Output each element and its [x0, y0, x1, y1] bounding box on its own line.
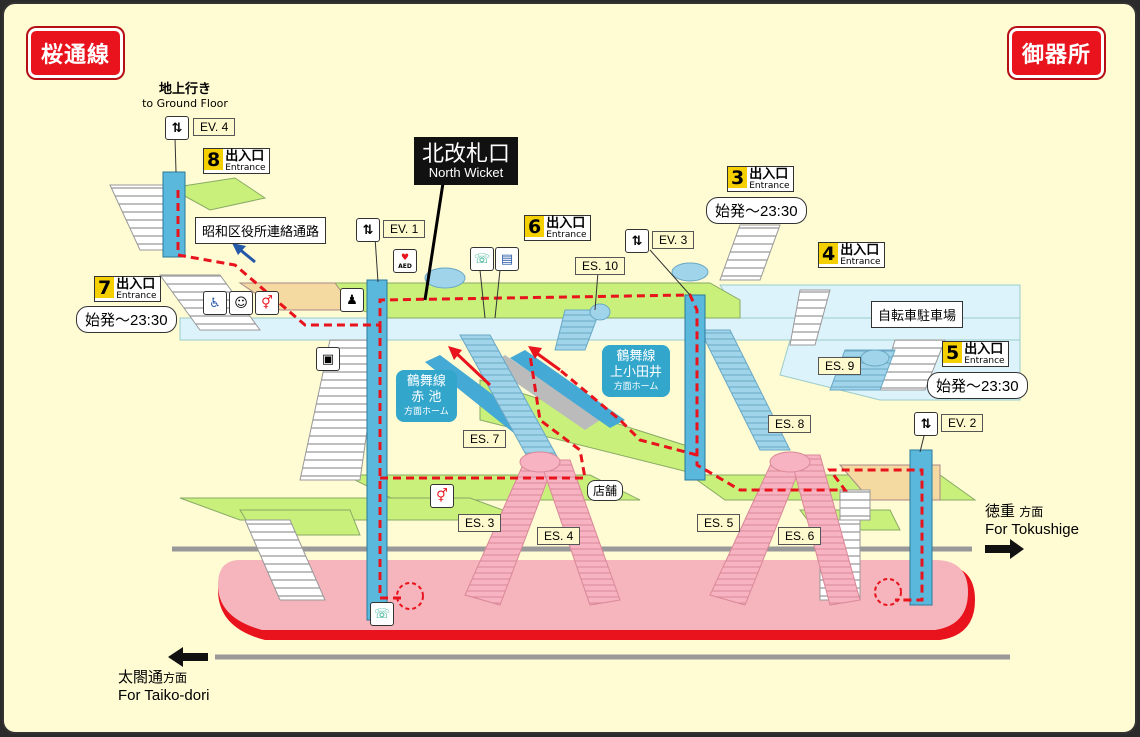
sakuradori-line-badge: 桜通線 [28, 28, 124, 78]
es6-tag: ES. 6 [778, 527, 822, 545]
telephone-icon: ☏ [370, 602, 394, 626]
es8-tag: ES. 8 [768, 415, 812, 433]
aed-icon: ♥AED [393, 249, 417, 273]
es3-tag: ES. 3 [458, 514, 502, 532]
telephone-icon: ☏ [470, 247, 494, 271]
baby-changing-icon: ☺ [229, 291, 253, 315]
station-name-badge: 御器所 [1009, 28, 1105, 78]
es9-tag: ES. 9 [818, 357, 862, 375]
arrow-left-icon [168, 647, 208, 667]
tokushige-direction: 徳重 方面 For Tokushige [985, 503, 1079, 538]
ticket-machine-icon: ▣ [316, 347, 340, 371]
elevator-shaft-ev4 [162, 171, 186, 258]
shop-label: 店舗 [587, 480, 624, 501]
entrance-7-hours: 始発～23:30 [76, 306, 177, 333]
tsurumai-kamiotai-platform-label: 鶴舞線 上小田井 方面ホーム [602, 345, 671, 397]
station-office-icon: ♟ [340, 288, 364, 312]
restroom-icon: ⚥ [255, 291, 279, 315]
es7-tag: ES. 7 [463, 430, 507, 448]
ev3-tag: EV. 3 [652, 231, 695, 249]
ev2-tag: EV. 2 [941, 414, 984, 432]
bicycle-parking-label: 自転車駐車場 [871, 301, 964, 328]
restroom-icons: ♿ ☺ ⚥ [203, 291, 279, 315]
ground-floor-label: 地上行き to Ground Floor [142, 82, 228, 110]
escalator-es6 [789, 454, 861, 606]
wheelchair-icon: ♿ [203, 291, 227, 315]
elevator-shaft-ev1 [366, 279, 388, 621]
stairs-left [299, 339, 381, 481]
escalator-es8 [699, 329, 791, 451]
entrance-5-hours: 始発～23:30 [927, 372, 1028, 399]
elevator-icon: ⇅ [356, 218, 380, 242]
escalator-es10 [554, 309, 601, 351]
elevator-icon: ⇅ [165, 116, 189, 140]
entrance-3-hours: 始発～23:30 [706, 197, 807, 224]
tsurumai-akaike-platform-label: 鶴舞線 赤 池 方面ホーム [396, 370, 457, 422]
es10-tag: ES. 10 [575, 257, 626, 275]
north-wicket-label: 北改札口 North Wicket [414, 137, 519, 186]
elevator-shaft-ev3 [684, 294, 706, 481]
ev4-tag: EV. 4 [193, 118, 236, 136]
arrow-right-icon [985, 539, 1024, 559]
es4-tag: ES. 4 [537, 527, 581, 545]
es5-tag: ES. 5 [697, 514, 741, 532]
ev1-tag: EV. 1 [383, 220, 426, 238]
restroom-icon: ⚥ [430, 484, 454, 508]
elevator-icon: ⇅ [625, 229, 649, 253]
elevator-icon: ⇅ [914, 412, 938, 436]
city-hall-passage-label: 昭和区役所連絡通路 [195, 217, 327, 244]
locker-icon: ▤ [495, 247, 519, 271]
taikodori-direction: 太閤通方面 For Taiko-dori [118, 669, 210, 704]
